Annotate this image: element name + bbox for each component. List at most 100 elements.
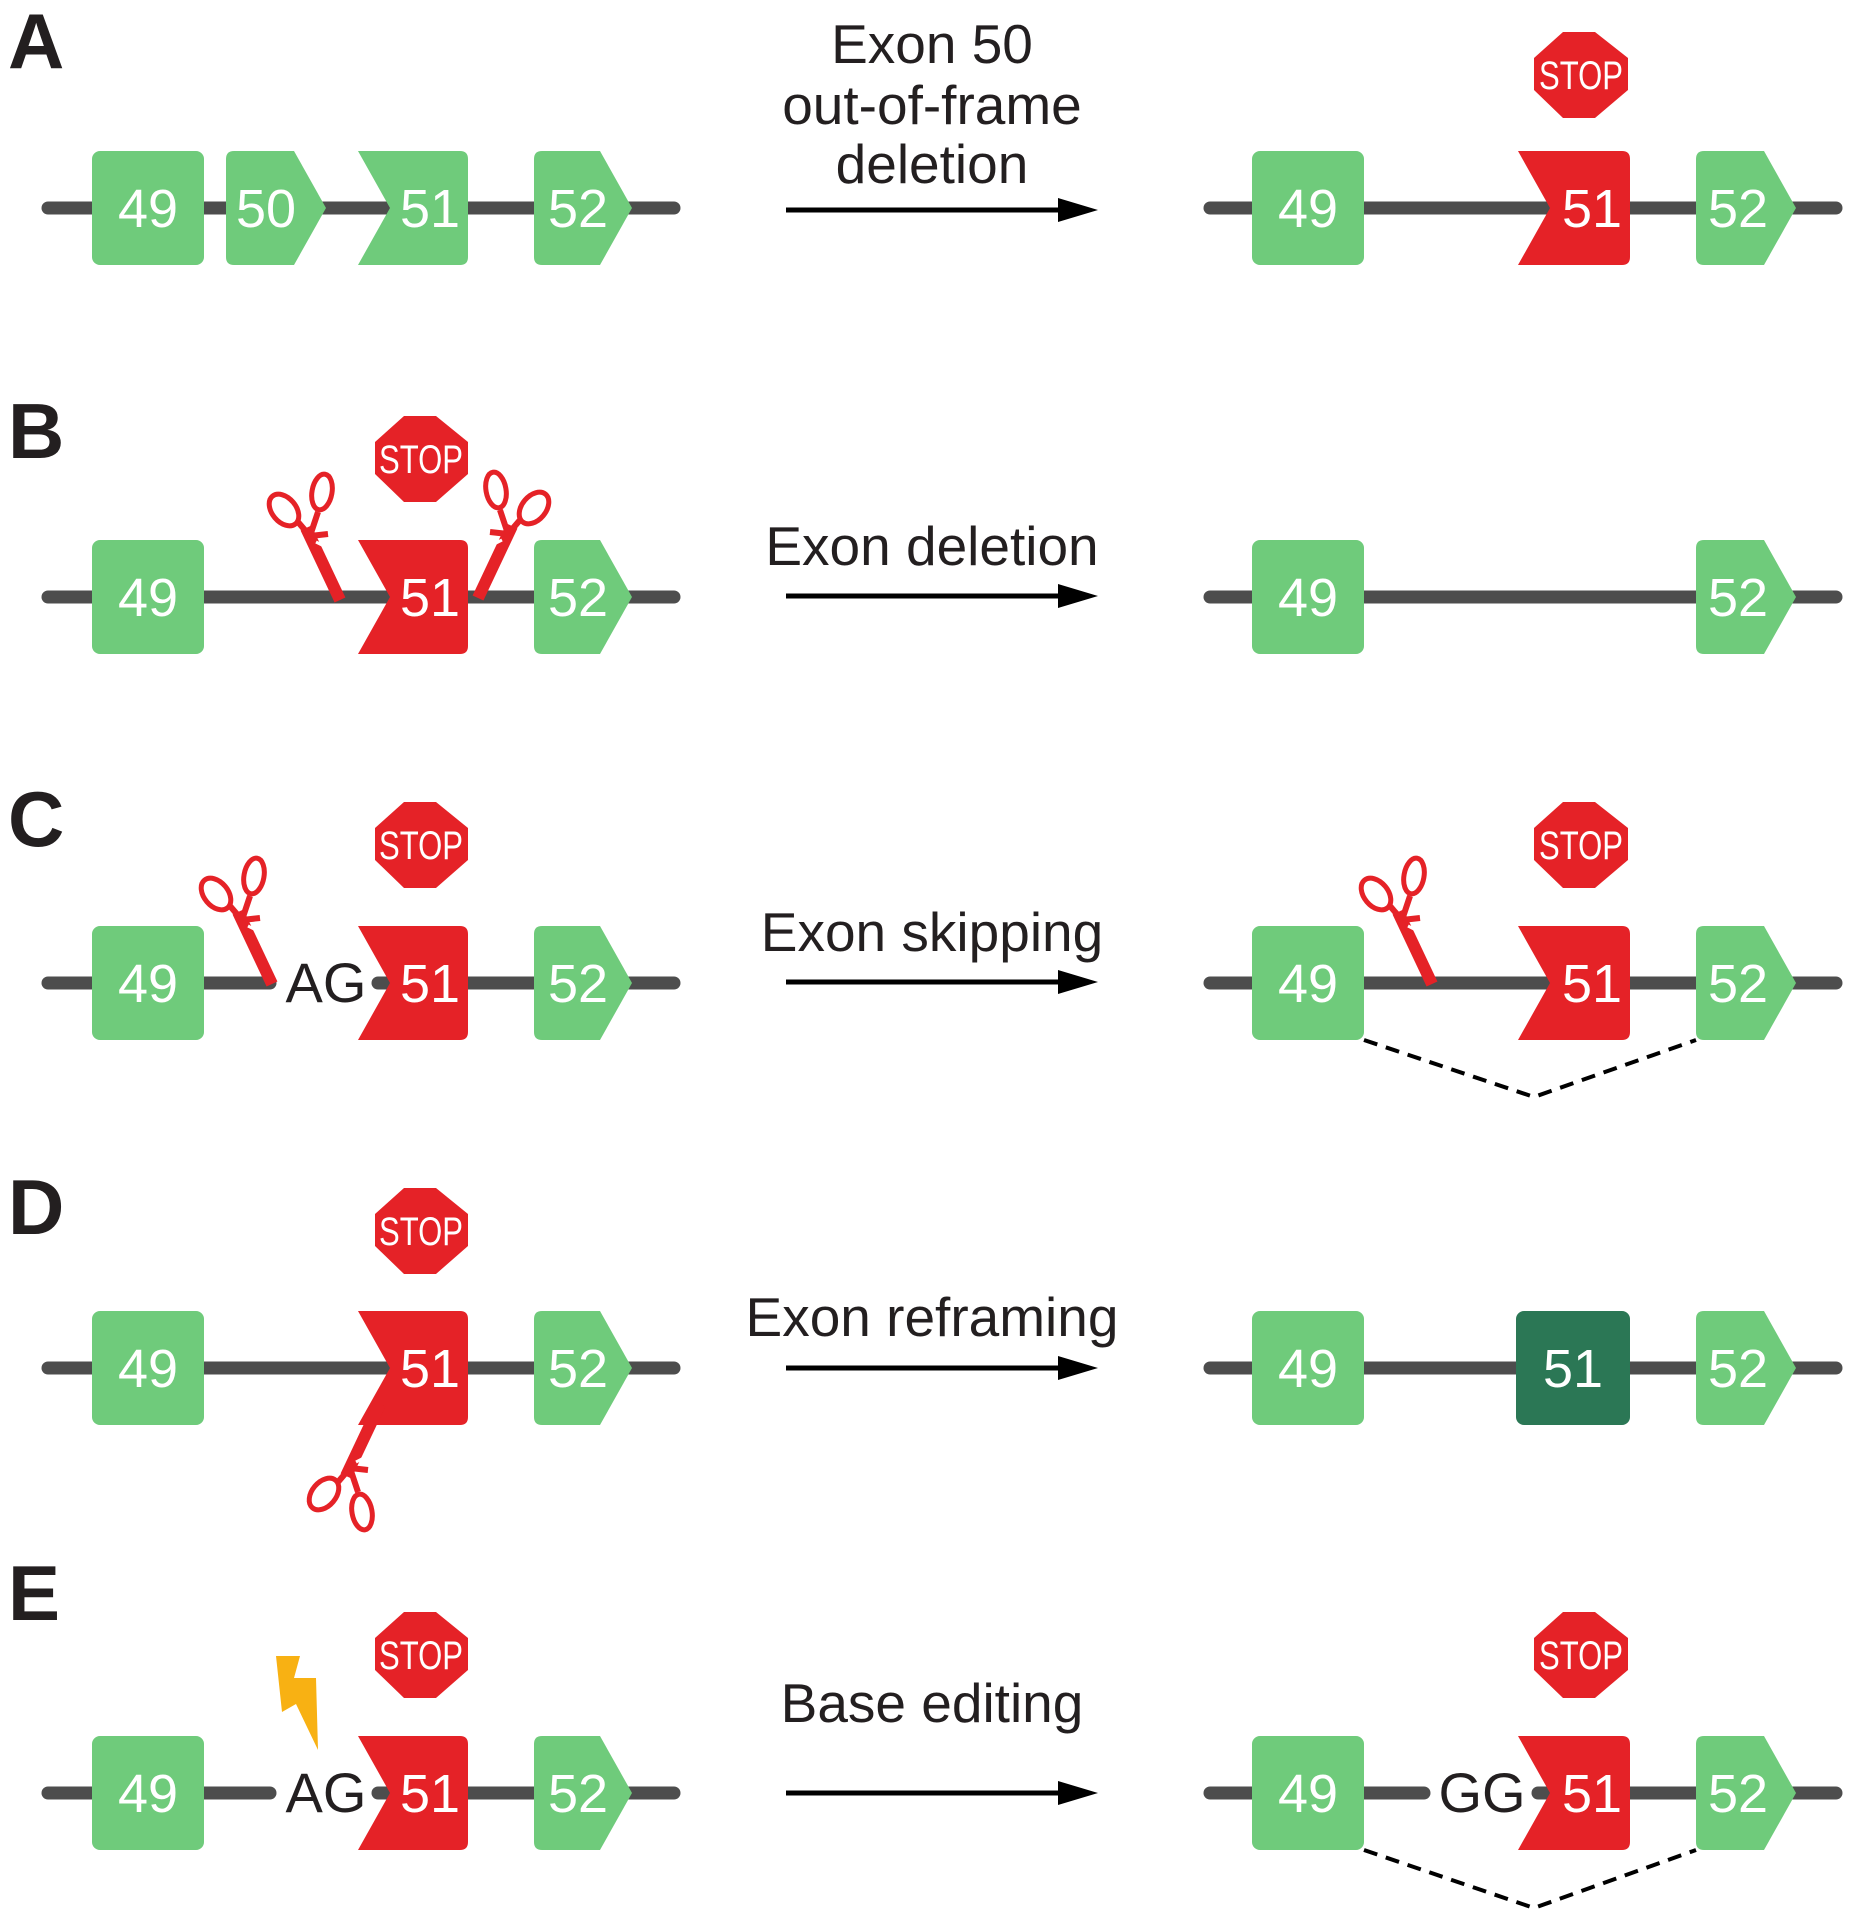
splice-site-sequence: AG [286,951,367,1014]
exon-49-before-d [92,1311,204,1425]
exon-49-before-e [92,1736,204,1850]
exon-51-label: 51 [1562,1764,1622,1824]
step-label-c: Exon skipping [761,901,1103,963]
exon-52-after-c [1696,926,1796,1040]
exon-51-before-b [358,540,468,654]
exon-52-label: 52 [548,954,608,1014]
stop-sign-label: STOP [379,1210,463,1254]
exon-51-label: 51 [400,568,460,628]
panel-e: E 49 AG 51 52 STOP Base editing 49 GG 51… [8,1549,1843,1911]
exon-51-before-c [358,926,468,1040]
exon-49-label: 49 [118,954,178,1014]
arrow-right-icon [786,970,1098,994]
exon-51-label: 51 [1562,179,1622,239]
exon-49-before-c [92,926,204,1040]
exon-52-after-b [1696,540,1796,654]
scissors-icon [303,1404,380,1531]
stop-sign-icon: STOP [1534,32,1628,118]
panel-letter-c: C [8,775,64,863]
exon-52-label: 52 [548,1339,608,1399]
exon-49-label: 49 [1278,1339,1338,1399]
exon-51-label: 51 [400,179,460,239]
step-label-e: Base editing [781,1672,1084,1734]
scissors-icon [1355,857,1432,984]
exon-51-after-e [1518,1736,1630,1850]
exon-49-after-d [1252,1311,1364,1425]
exon-51-after-a [1518,151,1630,265]
exon-49-label: 49 [1278,179,1338,239]
exon-52-before-e [534,1736,632,1850]
exon-52-label: 52 [1708,179,1768,239]
stop-sign-label: STOP [1539,824,1623,868]
exon-52-after-d [1696,1311,1796,1425]
stop-sign-label: STOP [1539,1634,1623,1678]
exon-51-before-d [358,1311,468,1425]
stop-sign-label: STOP [379,1634,463,1678]
step-label-a-line-2: out-of-frame [782,74,1082,136]
exon-52-before-c [534,926,632,1040]
exon-51-label: 51 [400,1764,460,1824]
exon-49-label: 49 [118,179,178,239]
arrow-right-icon [786,198,1098,222]
splice-junction-dashed [1363,1038,1697,1100]
exon-49-label: 49 [118,1339,178,1399]
panel-letter-b: B [8,387,64,475]
panel-a: A 49 50 51 52 Exon 50 out-of-frame delet… [8,0,1843,265]
exon-49-after-a [1252,151,1364,265]
step-label-d: Exon reframing [746,1286,1119,1348]
splice-junction-dashed [1363,1848,1697,1911]
stop-sign-icon: STOP [1534,1612,1628,1698]
panel-b: B 49 51 52 STOP Exon deletion 49 52 [8,387,1843,654]
stop-sign-label: STOP [1539,54,1623,98]
exon-49-after-c [1252,926,1364,1040]
exon-50-label: 50 [236,179,296,239]
exon-49-after-e [1252,1736,1364,1850]
exon-52-before-a [534,151,632,265]
stop-sign-label: STOP [379,824,463,868]
stop-sign-icon: STOP [375,802,468,888]
stop-sign-icon: STOP [375,1188,468,1274]
stop-sign-icon: STOP [375,416,468,502]
exon-52-label: 52 [548,568,608,628]
exon-51-reframed [1516,1311,1630,1425]
exon-51-label: 51 [1543,1339,1603,1399]
exon-51-label: 51 [1562,954,1622,1014]
exon-49-before-a [92,151,204,265]
panel-c: C 49 AG 51 52 STOP Exon skipping 49 51 5… [8,775,1843,1100]
exon-49-label: 49 [1278,954,1338,1014]
exon-52-before-d [534,1311,632,1425]
stop-sign-icon: STOP [375,1612,468,1698]
stop-sign-icon: STOP [1534,802,1628,888]
exon-52-label: 52 [1708,1339,1768,1399]
exon-52-label: 52 [1708,568,1768,628]
exon-52-label: 52 [1708,1764,1768,1824]
exon-49-label: 49 [118,568,178,628]
step-label-b: Exon deletion [765,515,1098,577]
stop-sign-label: STOP [379,438,463,482]
exon-52-label: 52 [548,179,608,239]
exon-51-before-e [358,1736,468,1850]
panel-letter-a: A [8,0,64,85]
panel-letter-e: E [8,1549,60,1637]
exon-52-after-e [1696,1736,1796,1850]
exon-50-before-a [226,151,326,265]
scissors-icon [195,857,272,984]
arrow-right-icon [786,1356,1098,1380]
step-label-a-line-3: deletion [836,133,1029,195]
exon-49-after-b [1252,540,1364,654]
panel-letter-d: D [8,1163,64,1251]
arrow-right-icon [786,1781,1098,1805]
scissors-icon [263,473,340,600]
exon-49-label: 49 [1278,568,1338,628]
step-label-a-line-1: Exon 50 [831,13,1033,75]
panel-d: D 49 51 52 STOP Exon reframing 49 51 52 [8,1163,1843,1531]
arrow-right-icon [786,584,1098,608]
exon-49-label: 49 [1278,1764,1338,1824]
exon-52-after-a [1696,151,1796,265]
exon-51-label: 51 [400,954,460,1014]
exon-49-before-b [92,540,204,654]
exon-51-before-a [358,151,468,265]
exon-51-after-c [1518,926,1630,1040]
exon-49-label: 49 [118,1764,178,1824]
